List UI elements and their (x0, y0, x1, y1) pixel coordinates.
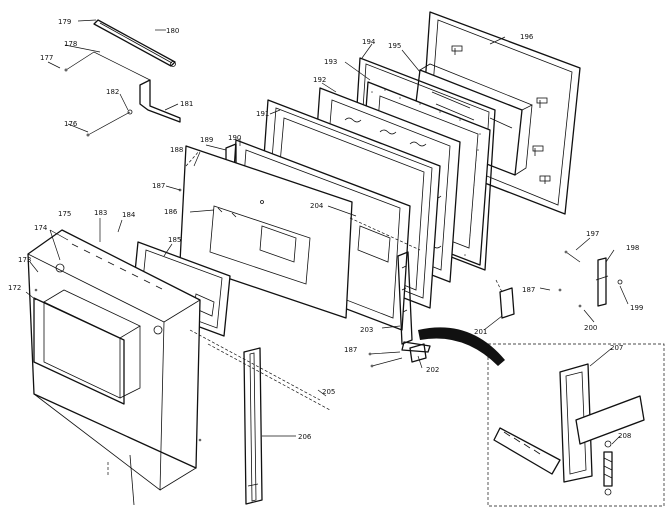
label-leaders (25, 19, 629, 445)
label-187b: 187 (522, 286, 535, 294)
part-number-labels: 179 180 178 177 182 181 176 189 190 188 … (8, 18, 643, 441)
label-198: 198 (626, 244, 639, 252)
label-200: 200 (584, 324, 597, 332)
label-172: 172 (8, 284, 21, 292)
label-203: 203 (360, 326, 373, 334)
label-188: 188 (170, 146, 183, 154)
hinge-detail-box (487, 343, 665, 507)
hinge-rod-assembly (64, 19, 181, 137)
label-182: 182 (106, 88, 119, 96)
detail-callout-arc (418, 327, 505, 366)
label-206: 206 (298, 433, 312, 441)
label-179: 179 (58, 18, 71, 26)
label-205: 205 (322, 388, 335, 396)
door-trim-strip (243, 347, 263, 505)
label-194: 194 (362, 38, 376, 46)
label-193: 193 (324, 58, 337, 66)
hinge-bracket-right (495, 279, 515, 319)
label-199: 199 (630, 304, 643, 312)
label-174: 174 (34, 224, 48, 232)
label-177: 177 (40, 54, 53, 62)
label-192: 192 (313, 76, 326, 84)
label-185: 185 (168, 236, 181, 244)
label-195: 195 (388, 42, 401, 50)
label-189: 189 (200, 136, 213, 144)
label-186: 186 (164, 208, 178, 216)
label-178: 178 (64, 40, 77, 48)
label-208: 208 (618, 432, 631, 440)
label-204: 204 (310, 202, 324, 210)
label-187a: 187 (152, 182, 165, 190)
label-191: 191 (256, 110, 269, 118)
control-slots (71, 243, 163, 290)
label-173: 173 (18, 256, 31, 264)
label-197: 197 (586, 230, 599, 238)
label-180: 180 (166, 27, 179, 35)
label-201: 201 (474, 328, 487, 336)
label-176: 176 (64, 120, 78, 128)
screw-group-right (558, 250, 623, 308)
label-196: 196 (520, 33, 534, 41)
outer-door-panel (27, 229, 202, 491)
label-181: 181 (180, 100, 193, 108)
label-175: 175 (58, 210, 71, 218)
label-183: 183 (94, 209, 107, 217)
label-190: 190 (228, 134, 241, 142)
label-202: 202 (426, 366, 439, 374)
label-187c: 187 (344, 346, 357, 354)
label-207: 207 (610, 344, 623, 352)
assembly-lines (107, 149, 421, 506)
small-clips (178, 188, 427, 368)
label-184: 184 (122, 211, 136, 219)
